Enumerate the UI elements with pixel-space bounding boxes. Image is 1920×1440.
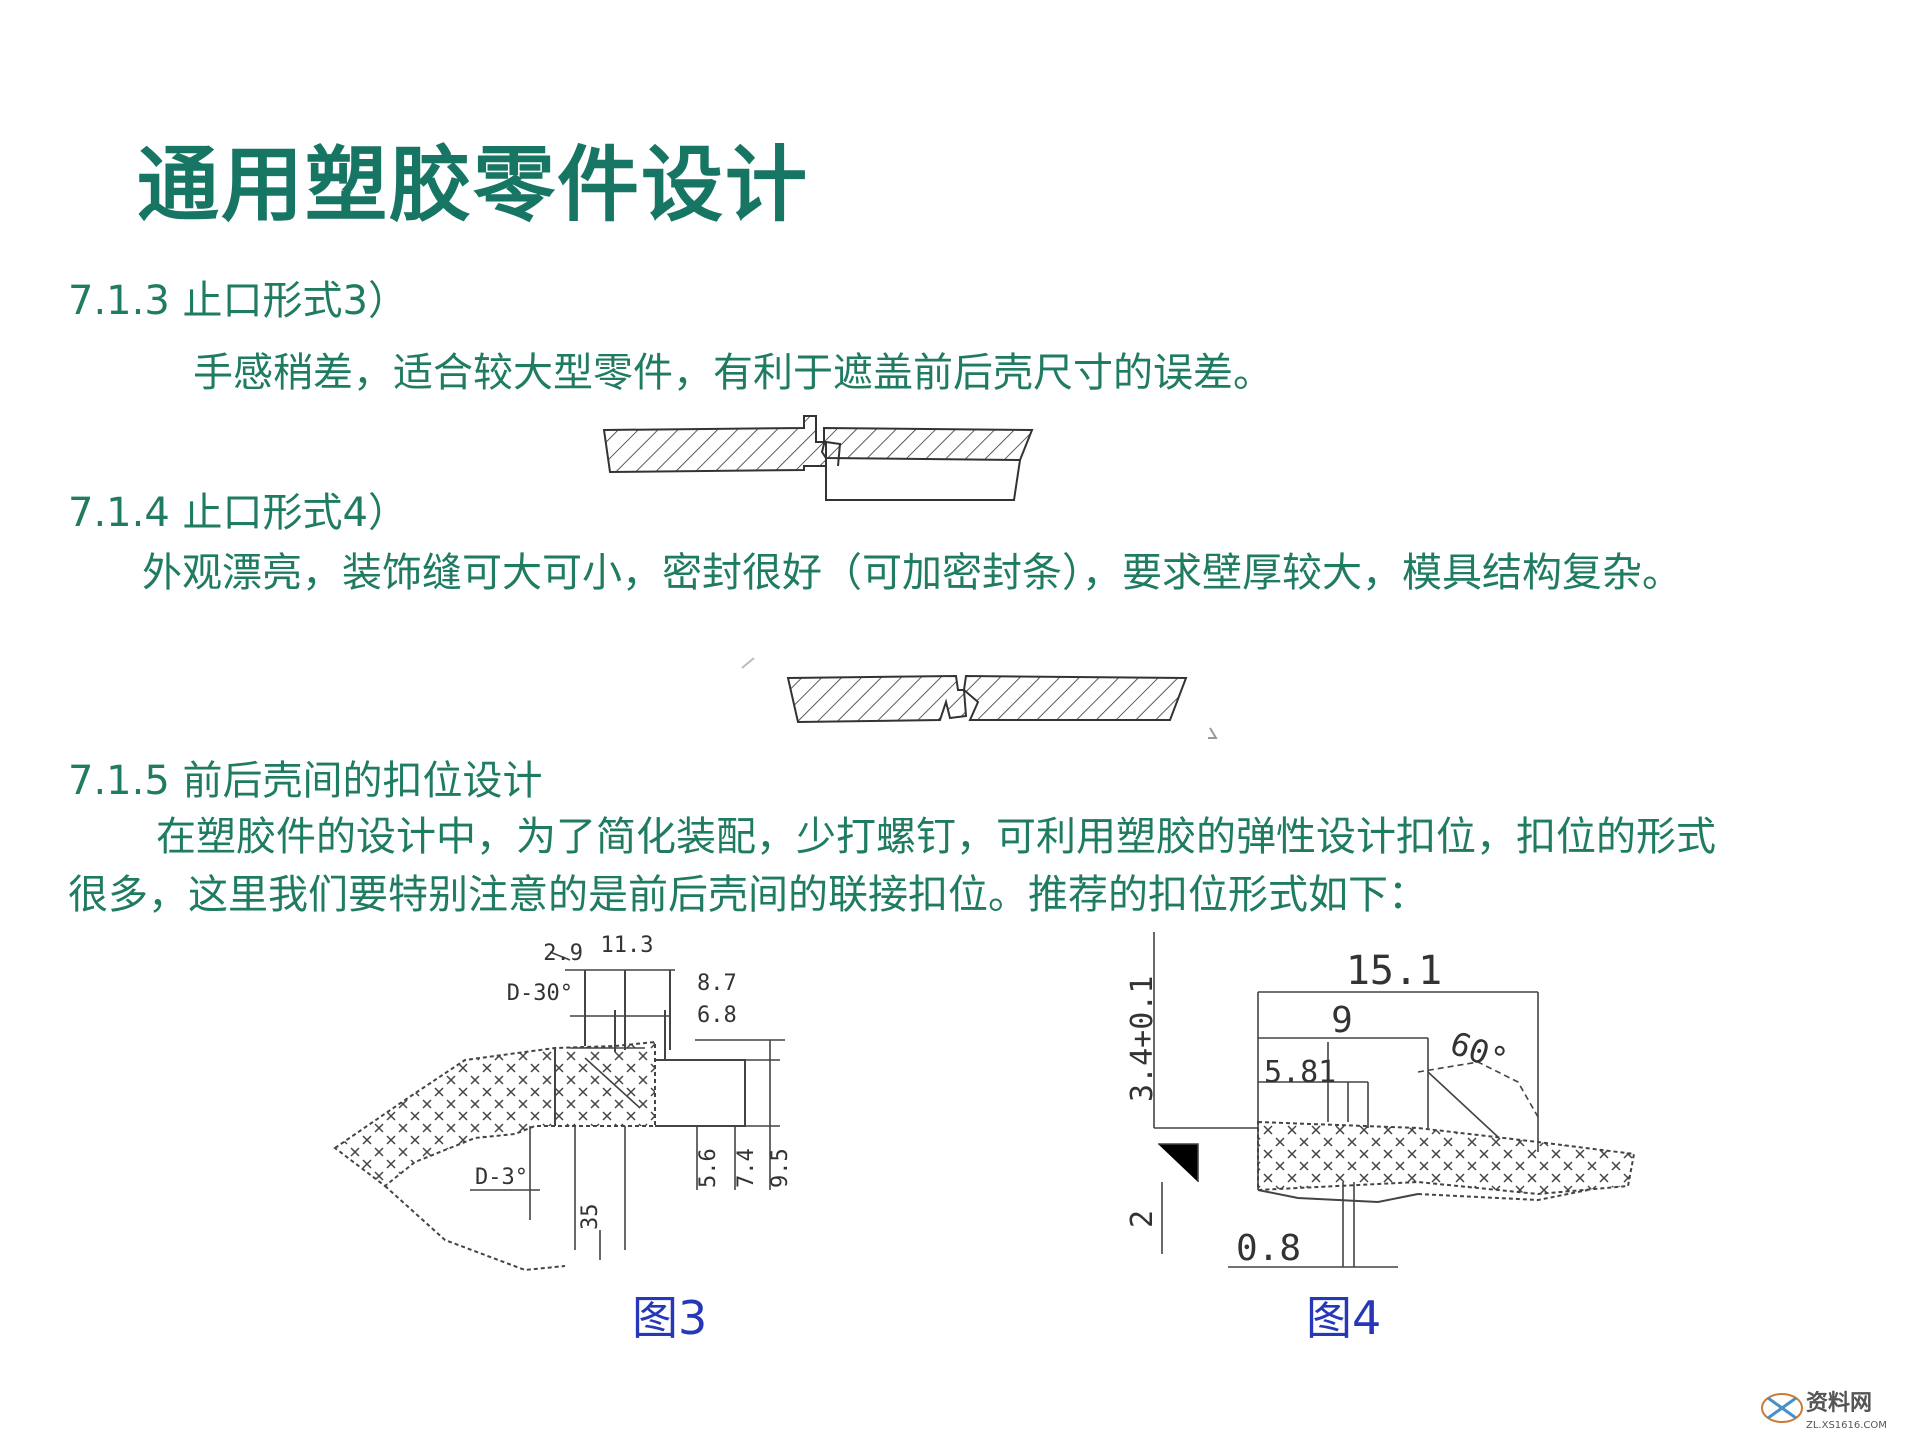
dim-9: 9 (1331, 1000, 1353, 1041)
watermark-subtext: ZL.XS1616.COM (1806, 1420, 1887, 1431)
figure-3-caption: 图3 (632, 1291, 708, 1345)
dim-8-7: 8.7 (697, 971, 737, 996)
dim-3-4-tolerance: 3.4+0.1 (1125, 976, 1160, 1102)
stop-form-4-drawing (741, 657, 1218, 739)
figure-3-drawing: 2.9 D-30° 11.3 8.7 6.8 D-3° 35 5.6 7.4 9… (333, 933, 793, 1272)
back-shell-wall (825, 458, 1021, 501)
section-7-1-3-heading: 7.1.3 止口形式3） (68, 278, 408, 324)
figure-4-drawing: 3.4+0.1 15.1 9 5.81 60° 2 0.8 (1125, 932, 1636, 1269)
left-shell-section (786, 674, 968, 724)
section-7-1-3-body: 手感稍差，适合较大型零件，有利于遮盖前后壳尺寸的误差。 (193, 350, 1273, 396)
dim-35: 35 (578, 1204, 603, 1231)
figure-4-caption: 图4 (1306, 1291, 1382, 1345)
dim-6-8: 6.8 (697, 1003, 737, 1028)
back-shell-section (820, 426, 1034, 462)
front-shell-section (602, 415, 827, 474)
dim-0-8: 0.8 (1236, 1228, 1301, 1269)
dim-2: 2 (1125, 1210, 1160, 1228)
dim-11-3: 11.3 (601, 933, 654, 958)
section-7-1-5-body-line-1: 在塑胶件的设计中，为了简化装配，少打螺钉，可利用塑胶的弹性设计扣位，扣位的形式 (156, 814, 1716, 860)
dim-60-deg: 60° (1445, 1024, 1512, 1079)
dim-15-1: 15.1 (1346, 948, 1442, 994)
page-title: 通用塑胶零件设计 (137, 138, 810, 233)
right-shell-section (962, 674, 1188, 721)
dim-5-6: 5.6 (696, 1148, 721, 1188)
section-7-1-4-body: 外观漂亮，装饰缝可大可小，密封很好（可加密封条），要求壁厚较大，模具结构复杂。 (142, 550, 1682, 596)
section-7-1-5-body-line-2: 很多，这里我们要特别注意的是前后壳间的联接扣位。推荐的扣位形式如下： (68, 872, 1428, 918)
snap-hook-body (333, 1040, 656, 1188)
watermark-text: 资料网 (1806, 1391, 1872, 1416)
snap-lip-body (1257, 1120, 1636, 1196)
stop-form-3-drawing (602, 415, 1034, 501)
section-7-1-5-heading: 7.1.5 前后壳间的扣位设计 (68, 758, 543, 804)
dim-2-9: 2.9 (543, 941, 583, 966)
dim-7-4: 7.4 (734, 1148, 759, 1188)
section-7-1-4-heading: 7.1.4 止口形式4） (68, 490, 408, 536)
dim-9-5: 9.5 (768, 1148, 793, 1188)
watermark-logo: 资料网 ZL.XS1616.COM (1758, 1382, 1908, 1434)
dim-d-3: D-3° (475, 1165, 528, 1190)
dim-d-30: D-30° (507, 981, 573, 1006)
dim-5-81: 5.81 (1264, 1055, 1336, 1090)
